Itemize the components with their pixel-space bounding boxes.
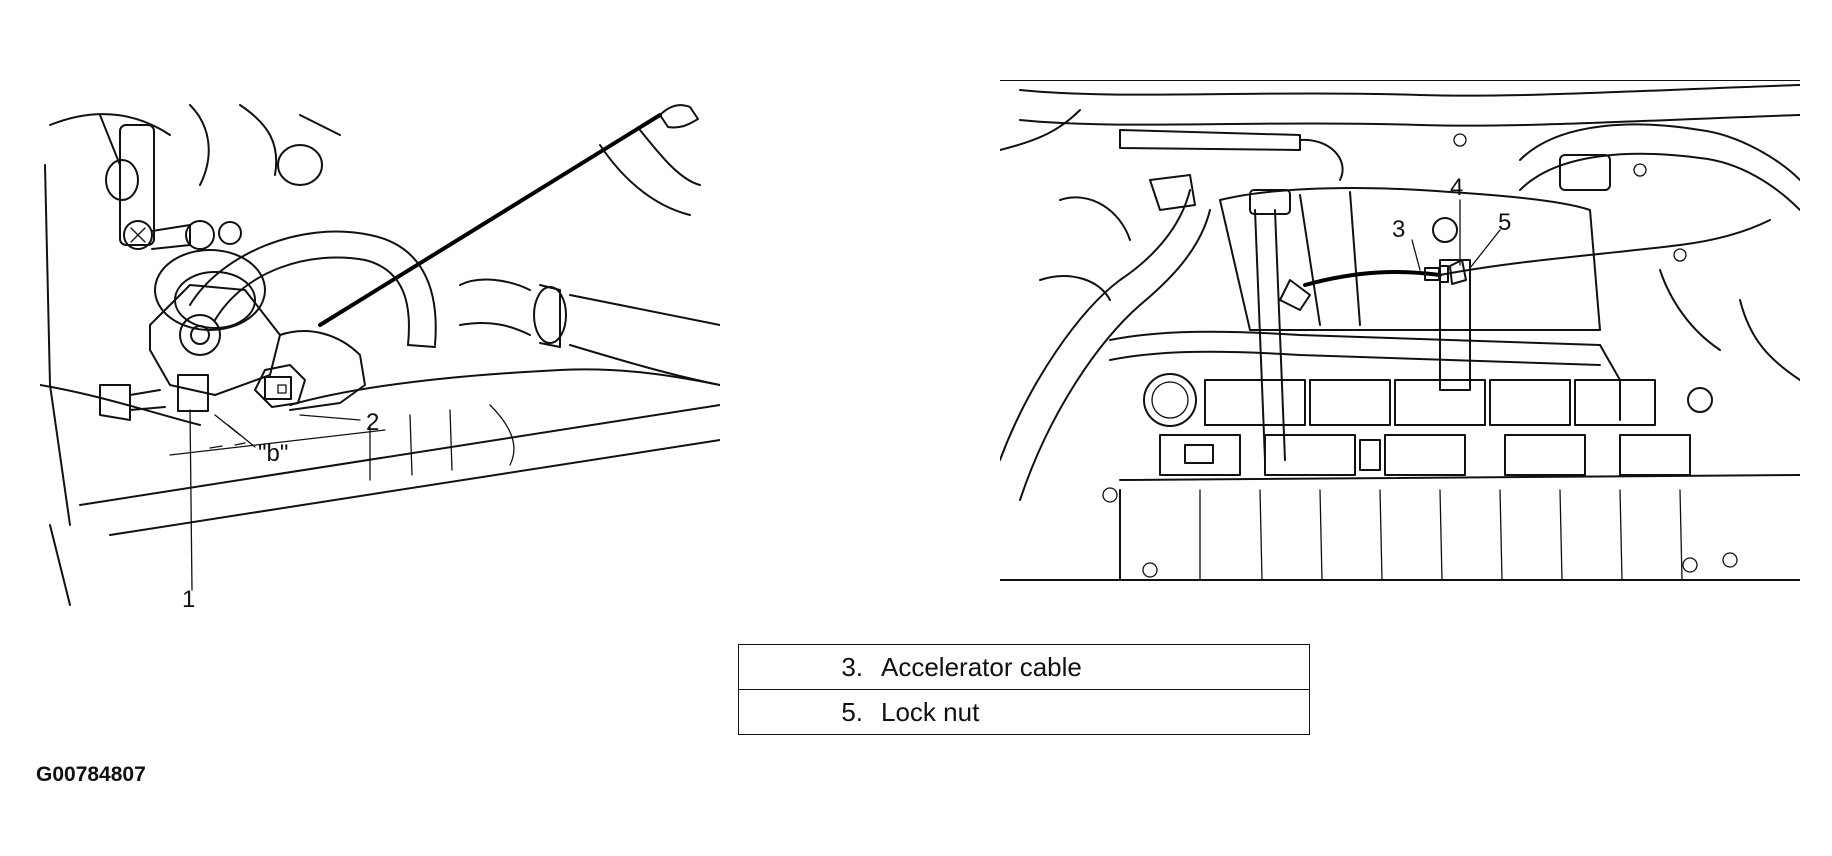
callout-4: 4	[1450, 174, 1463, 201]
callout-5: 5	[1498, 209, 1511, 236]
legend-number: 5.	[738, 689, 881, 735]
engine-bay-illustration: 3 4 5	[1000, 80, 1800, 581]
legend-label: Lock nut	[881, 689, 1310, 735]
callout-3: 3	[1392, 216, 1405, 243]
callout-2: 2	[366, 409, 379, 436]
legend-row: 3. Accelerator cable	[739, 645, 1310, 690]
callout-b: "b"	[258, 440, 288, 467]
throttle-lever-illustration: 1 2 "b"	[40, 104, 720, 613]
legend-label: Accelerator cable	[881, 651, 1082, 682]
parts-legend-table: 3. Accelerator cable 5. Lock nut	[738, 644, 1310, 735]
figure-code: G00784807	[36, 763, 146, 786]
legend-number: 3.	[841, 651, 863, 682]
legend-row: 5. Lock nut	[738, 689, 1310, 735]
callout-1: 1	[182, 586, 195, 613]
